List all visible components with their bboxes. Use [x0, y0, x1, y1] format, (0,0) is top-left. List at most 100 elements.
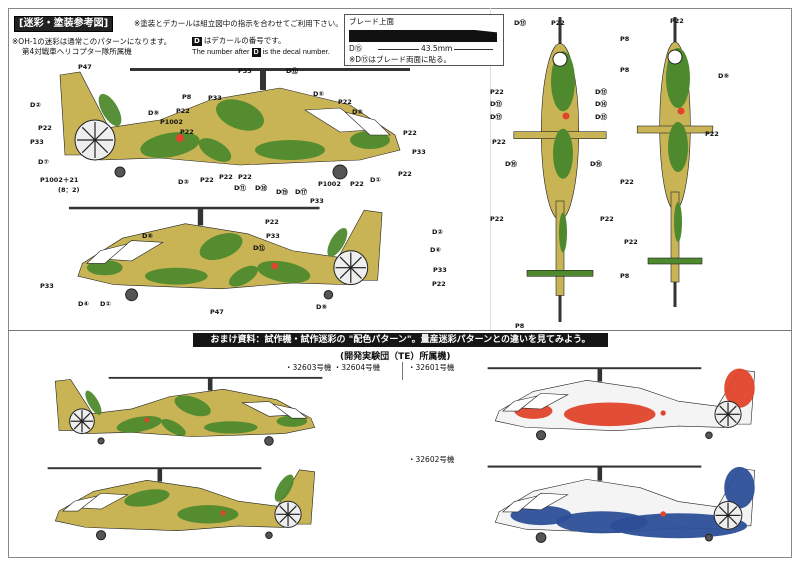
fenestron-blade	[339, 267, 352, 279]
decal-callout: D⑬	[514, 19, 526, 27]
camo-patch	[551, 51, 575, 112]
blade-top-panel: ブレード上面 D⑮ 43.5mm ※D⑮はブレード両面に貼る。	[344, 14, 504, 66]
camo-patch	[724, 368, 755, 408]
hinomaru	[220, 510, 226, 516]
camo-patch	[140, 132, 200, 158]
decal-callout: D⑧	[352, 108, 363, 116]
paint-callout: P22	[620, 178, 634, 186]
camo-patch	[86, 260, 123, 276]
camo-patch	[174, 395, 211, 417]
rotor-mast	[260, 70, 266, 90]
decal-note-en-post: is the decal number.	[262, 47, 330, 56]
camo-patch	[204, 421, 258, 434]
tail-wheel	[323, 290, 334, 300]
bottom-view	[636, 17, 714, 307]
main-rotor	[130, 68, 410, 71]
paint-callout: P47	[210, 308, 224, 316]
helicopter	[487, 367, 756, 441]
paint-callout: P8	[515, 322, 525, 330]
fenestron-blade	[350, 267, 362, 279]
fenestron-blade	[719, 413, 729, 424]
prototype-32601	[487, 367, 756, 441]
horizontal-stabilizer	[647, 257, 703, 265]
divider	[8, 330, 792, 331]
paint-callout: P8	[182, 93, 192, 101]
divider	[490, 8, 491, 330]
canopy-rear	[344, 111, 391, 136]
hinomaru	[660, 410, 666, 416]
paint-callout: P22	[624, 238, 638, 246]
fenestron-blade	[287, 513, 297, 524]
decal-callout: D⑪	[234, 184, 246, 192]
fenestron-blade	[718, 506, 729, 516]
rotor-mast	[197, 208, 204, 226]
paint-callout: P22	[492, 138, 506, 146]
camo-patch	[199, 233, 243, 261]
camo-patch	[724, 466, 755, 509]
side-view-left	[59, 68, 410, 180]
fuselage	[54, 480, 301, 531]
paint-callout: P22	[238, 173, 252, 181]
hinomaru	[271, 262, 279, 270]
paint-callout: P8	[620, 66, 630, 74]
paint-callout: P33	[310, 197, 324, 205]
tail-wheel	[97, 437, 105, 445]
camo-patch	[276, 415, 308, 427]
horizontal-stabilizer	[526, 269, 594, 277]
decal-callout: D⑦	[38, 158, 49, 166]
camo-patch	[327, 227, 348, 257]
blade-length: 43.5mm	[419, 44, 455, 54]
camo-patch	[668, 122, 688, 172]
fenestron-blade	[94, 139, 109, 154]
camo-patch	[563, 402, 656, 427]
camo-patch	[553, 128, 573, 179]
fenestron-blade	[279, 513, 289, 524]
tail-wheel	[705, 431, 713, 439]
blade-title: ブレード上面	[349, 17, 394, 26]
left-ids: ・32603号機 ・32604号機	[285, 363, 381, 372]
paint-callout: P33	[40, 282, 54, 290]
decal-callout: D③	[178, 178, 189, 186]
decal-callout: D⑧	[142, 232, 153, 240]
decal-callout: D②	[30, 101, 41, 109]
canopy-rear	[86, 243, 128, 264]
paint-callout: P33	[412, 148, 426, 156]
camo-patch	[161, 419, 186, 436]
rotor-mast	[207, 378, 213, 391]
helicopter	[68, 206, 383, 302]
bonus-banner: おまけ資料：試作機・試作迷彩の "配色パターン"。量産迷彩パターンとの違いを見て…	[193, 333, 608, 347]
camo-patch	[198, 138, 232, 162]
paint-callout: P22	[219, 173, 233, 181]
main-wheel	[95, 530, 107, 541]
paint-callout: P22	[200, 176, 214, 184]
decal-callout: D⑨	[148, 109, 159, 117]
decal-callout: D⑮	[595, 113, 607, 121]
canopy-rear	[62, 495, 98, 512]
paint-callout: P22	[338, 98, 352, 106]
decal-callout: D①	[370, 176, 381, 184]
decal-callout: D⑫	[286, 67, 298, 75]
camo-patch	[116, 416, 162, 433]
hinomaru	[176, 134, 184, 142]
camo-patch	[98, 93, 122, 127]
fenestron-blade	[727, 413, 737, 424]
fenestron-blade	[81, 139, 96, 154]
helicopter	[54, 376, 323, 446]
paint-callout: P22	[551, 19, 565, 27]
paint-callout: P1002	[160, 118, 183, 126]
camo-patch	[145, 267, 208, 285]
prototype-32604	[47, 467, 316, 541]
helicopter	[59, 68, 410, 180]
fenestron-blade	[718, 514, 729, 525]
canopy	[667, 49, 683, 65]
main-rotor	[47, 467, 262, 470]
camo-patch	[350, 131, 390, 149]
camo-patch	[257, 260, 311, 283]
unit-label: 第4対戦車ヘリコプター隊所属機	[22, 47, 132, 56]
helicopter	[47, 467, 316, 541]
main-wheel	[264, 436, 274, 446]
main-rotor	[487, 465, 702, 468]
fenestron-blade	[279, 505, 289, 515]
main-rotor	[487, 367, 702, 370]
camo-patch	[274, 474, 294, 502]
